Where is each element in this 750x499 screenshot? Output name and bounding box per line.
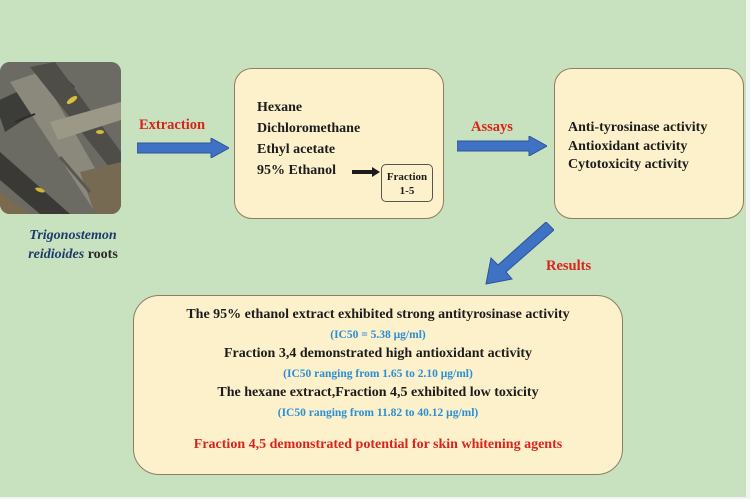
result-finding-1: The 95% ethanol extract exhibited strong… (186, 307, 570, 322)
fraction-range: 1-5 (399, 185, 415, 197)
assays-box: Anti-tyrosinase activity Antioxidant act… (554, 68, 744, 219)
solvent-dichloromethane: Dichloromethane (257, 121, 361, 136)
result-detail-2: (IC50 ranging from 1.65 to 2.10 μg/ml) (283, 368, 473, 380)
result-finding-2: Fraction 3,4 demonstrated high antioxida… (224, 346, 532, 361)
fraction-arrow (352, 167, 380, 177)
assays-label: Assays (471, 119, 513, 135)
solvent-ethanol: 95% Ethanol (257, 163, 336, 178)
results-box: The 95% ethanol extract exhibited strong… (133, 295, 623, 475)
assay-anti-tyrosinase: Anti-tyrosinase activity (568, 120, 708, 135)
root-photo (0, 62, 121, 214)
solvent-ethyl-acetate: Ethyl acetate (257, 142, 336, 157)
solvent-hexane: Hexane (257, 100, 303, 115)
species-name-line2: reidioides (28, 247, 85, 262)
result-detail-3: (IC50 ranging from 11.82 to 40.12 μg/ml) (277, 407, 479, 419)
solvents-box: Hexane Dichloromethane Ethyl acetate 95%… (234, 68, 444, 219)
conclusion-text: Fraction 4,5 demonstrated potential for … (193, 437, 563, 452)
extraction-label: Extraction (139, 117, 206, 133)
results-label: Results (546, 258, 592, 274)
results-arrow (485, 222, 554, 285)
assays-arrow (457, 136, 547, 156)
assay-cytotoxicity: Cytotoxicity activity (568, 157, 689, 172)
species-name-line1: Trigonostemon (29, 228, 117, 243)
result-finding-3: The hexane extract,Fraction 4,5 exhibite… (217, 385, 539, 400)
fraction-label: Fraction (386, 171, 428, 183)
fraction-box: Fraction 1-5 (381, 164, 433, 202)
assay-antioxidant: Antioxidant activity (568, 139, 688, 154)
plant-part: roots (87, 247, 118, 262)
root-photo-illustration (0, 62, 121, 214)
result-detail-1: (IC50 = 5.38 μg/ml) (330, 329, 426, 341)
extraction-arrow (137, 138, 229, 158)
species-caption: Trigonostemon reidioides roots (8, 226, 138, 264)
